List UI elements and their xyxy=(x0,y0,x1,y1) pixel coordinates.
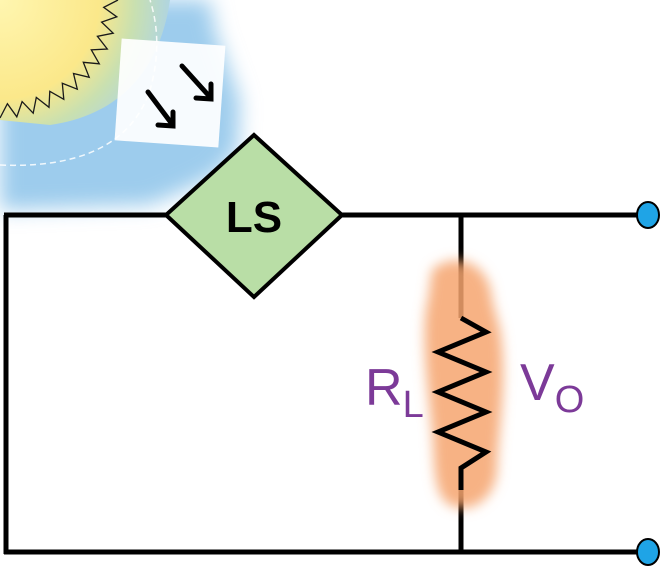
resistor-highlight xyxy=(424,260,504,509)
output-voltage-label-sub: O xyxy=(555,379,585,421)
output-terminals xyxy=(636,201,660,566)
terminal-top xyxy=(636,201,660,229)
light-source-label: LS xyxy=(226,193,282,242)
light-rays-icon xyxy=(114,38,226,148)
resistor-label-main: R xyxy=(365,359,403,417)
output-voltage-label-main: V xyxy=(520,354,555,412)
terminal-bottom xyxy=(636,538,660,566)
output-voltage-label: VO xyxy=(520,354,584,421)
resistor-rl xyxy=(431,315,493,490)
resistor-label: RL xyxy=(365,359,424,426)
resistor-label-sub: L xyxy=(403,384,424,426)
light-source-diamond: LS xyxy=(163,132,345,300)
